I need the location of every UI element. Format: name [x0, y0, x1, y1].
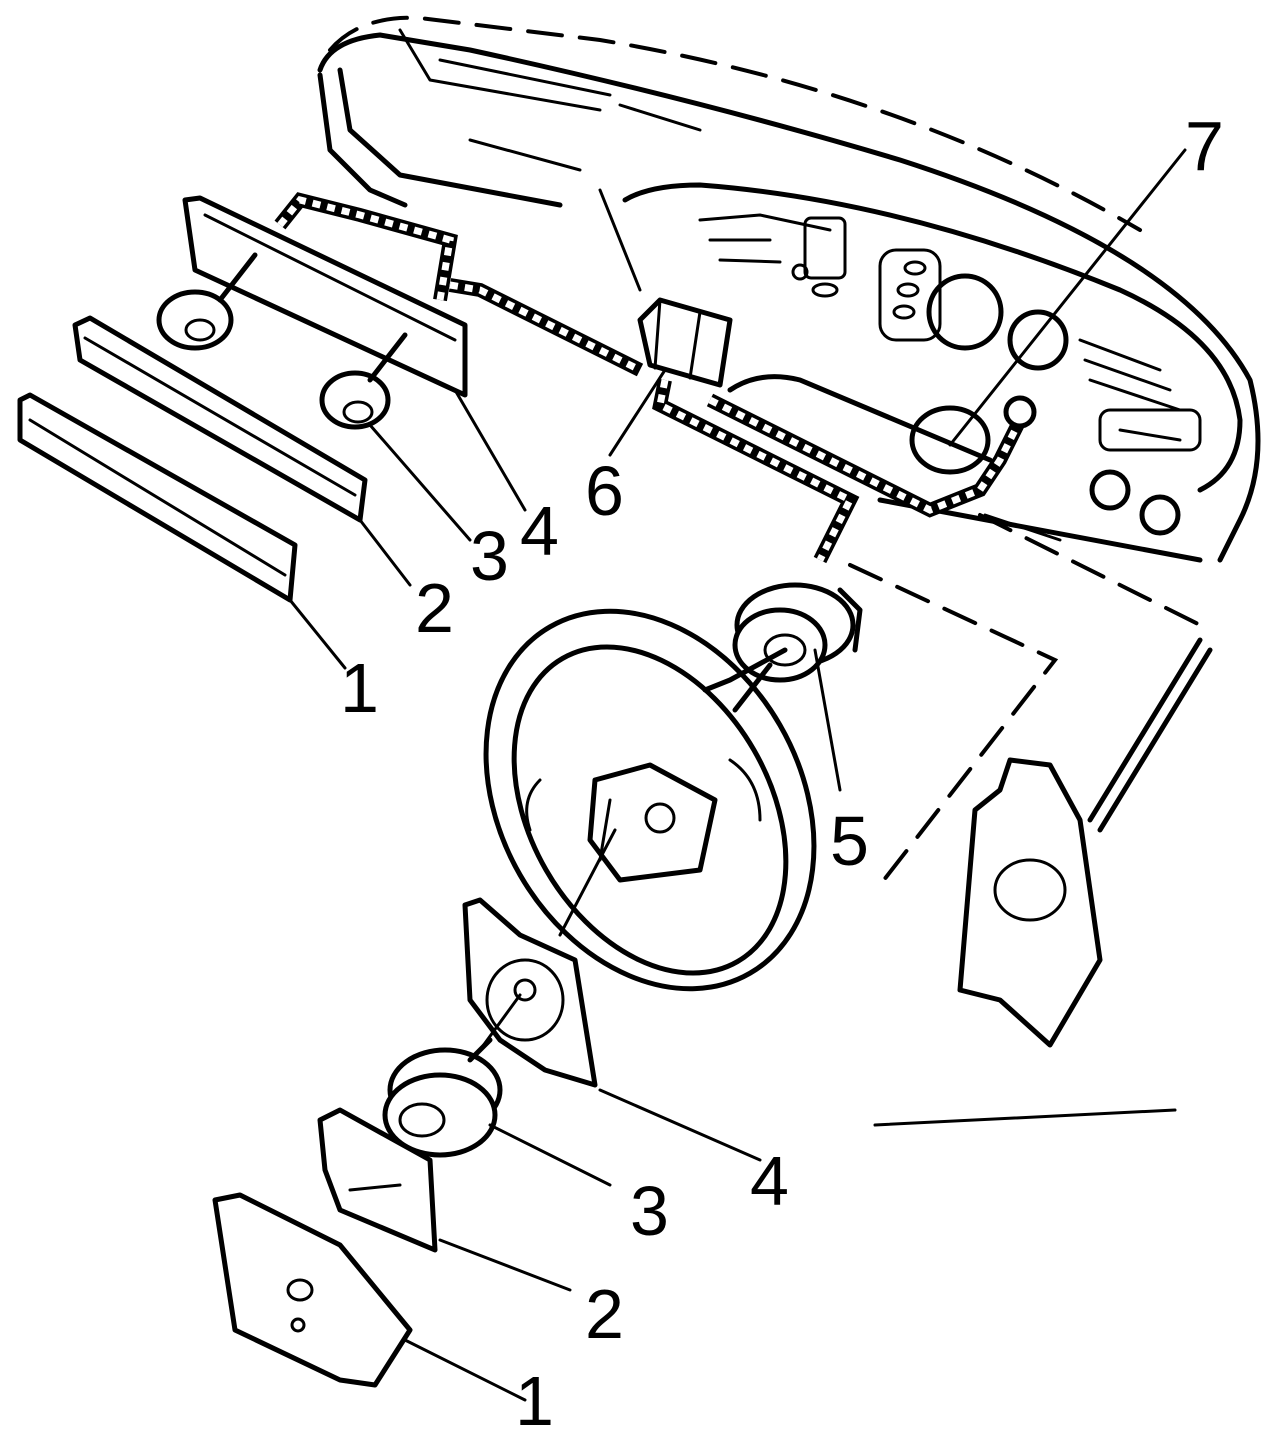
callout-passenger-2: 2 [415, 569, 454, 647]
callout-driver-4: 4 [750, 1142, 789, 1220]
clock-spring [702, 582, 863, 713]
connection-dashes [848, 513, 1202, 887]
callout-5: 5 [830, 802, 869, 880]
callout-passenger-4: 4 [520, 492, 559, 570]
callout-6: 6 [585, 452, 624, 530]
callout-driver-3: 3 [630, 1172, 669, 1250]
callout-driver-1: 1 [515, 1362, 554, 1439]
driver-airbag-module [317, 1107, 438, 1253]
passenger-inflators [156, 252, 408, 430]
passenger-trim-cover [17, 392, 298, 603]
callout-7: 7 [1185, 107, 1224, 185]
callout-passenger-3: 3 [470, 517, 509, 595]
driver-inflator [382, 1037, 503, 1158]
control-unit [637, 297, 1037, 429]
leader-lines [288, 148, 1187, 1402]
passenger-airbag-module [72, 315, 368, 523]
callout-driver-2: 2 [585, 1275, 624, 1353]
wiring-harness [274, 192, 1027, 564]
steering-wheel [483, 608, 817, 992]
dashboard-panel [317, 15, 1261, 563]
column-shroud [957, 637, 1213, 1048]
callout-passenger-1: 1 [340, 649, 379, 727]
driver-trim-cover [212, 1192, 413, 1388]
driver-steering-bracket [462, 897, 598, 1088]
